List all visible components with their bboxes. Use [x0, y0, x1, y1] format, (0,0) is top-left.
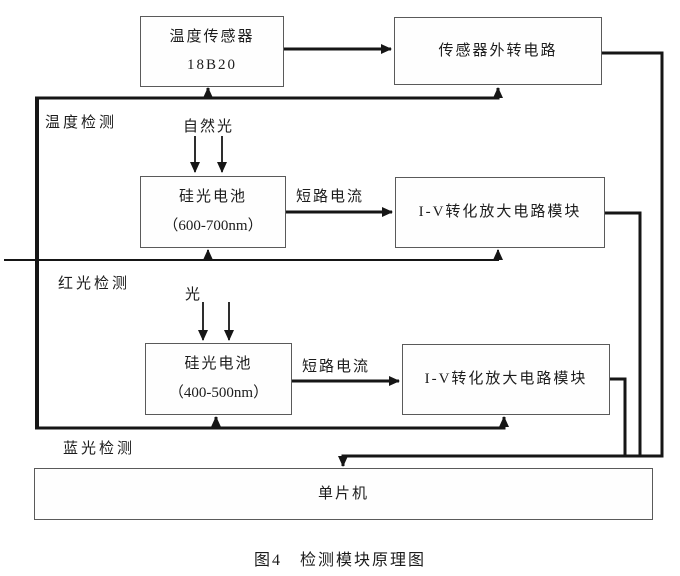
short-circuit-current-label-blue: 短路电流 [302, 359, 371, 375]
section-label-blue: 蓝光检测 [63, 441, 136, 457]
circuit-output-to-mcu [338, 51, 664, 467]
photocell-red-box: 硅光电池 （600-700nm） [140, 176, 286, 248]
iv-module-red-box: I-V转化放大电路模块 [395, 177, 605, 248]
photocell-red-name: 硅光电池 [178, 189, 247, 206]
figure-caption: 图4 检测模块原理图 [0, 546, 680, 570]
blue-section-line [35, 416, 509, 430]
red-section-line [4, 249, 503, 261]
figure-number: 图4 [253, 552, 282, 569]
mcu-label: 单片机 [317, 485, 369, 502]
iv-module-blue-label: I-V转化放大电路模块 [424, 371, 588, 387]
temp-section-line [35, 87, 503, 100]
section-label-temperature: 温度检测 [45, 115, 118, 131]
photocell-blue-name: 硅光电池 [184, 356, 253, 373]
photocell-red-range: （600-700nm） [163, 217, 263, 234]
section-label-red: 红光检测 [58, 276, 131, 292]
temp-sensor-model: 18B20 [186, 57, 237, 73]
sensor-circuit-label: 传感器外转电路 [438, 42, 558, 59]
temp-sensor-name: 温度传感器 [169, 29, 255, 45]
iv-module-red-label: I-V转化放大电路模块 [418, 204, 582, 220]
iv-blue-output-line [610, 377, 627, 458]
mcu-box: 单片机 [34, 468, 653, 520]
photocell-blue-range: （400-500nm） [168, 384, 269, 401]
figure-title: 检测模块原理图 [300, 552, 427, 569]
sensor-circuit-box: 传感器外转电路 [394, 17, 602, 85]
light-label: 光 [185, 287, 203, 303]
short-circuit-current-label-red: 短路电流 [296, 189, 365, 205]
photocell-blue-box: 硅光电池 （400-500nm） [145, 343, 292, 415]
natural-light-label: 自然光 [183, 119, 235, 135]
temp-sensor-box: 温度传感器 18B20 [140, 16, 284, 87]
iv-module-blue-box: I-V转化放大电路模块 [402, 344, 610, 415]
iv-red-output-line [605, 211, 642, 458]
